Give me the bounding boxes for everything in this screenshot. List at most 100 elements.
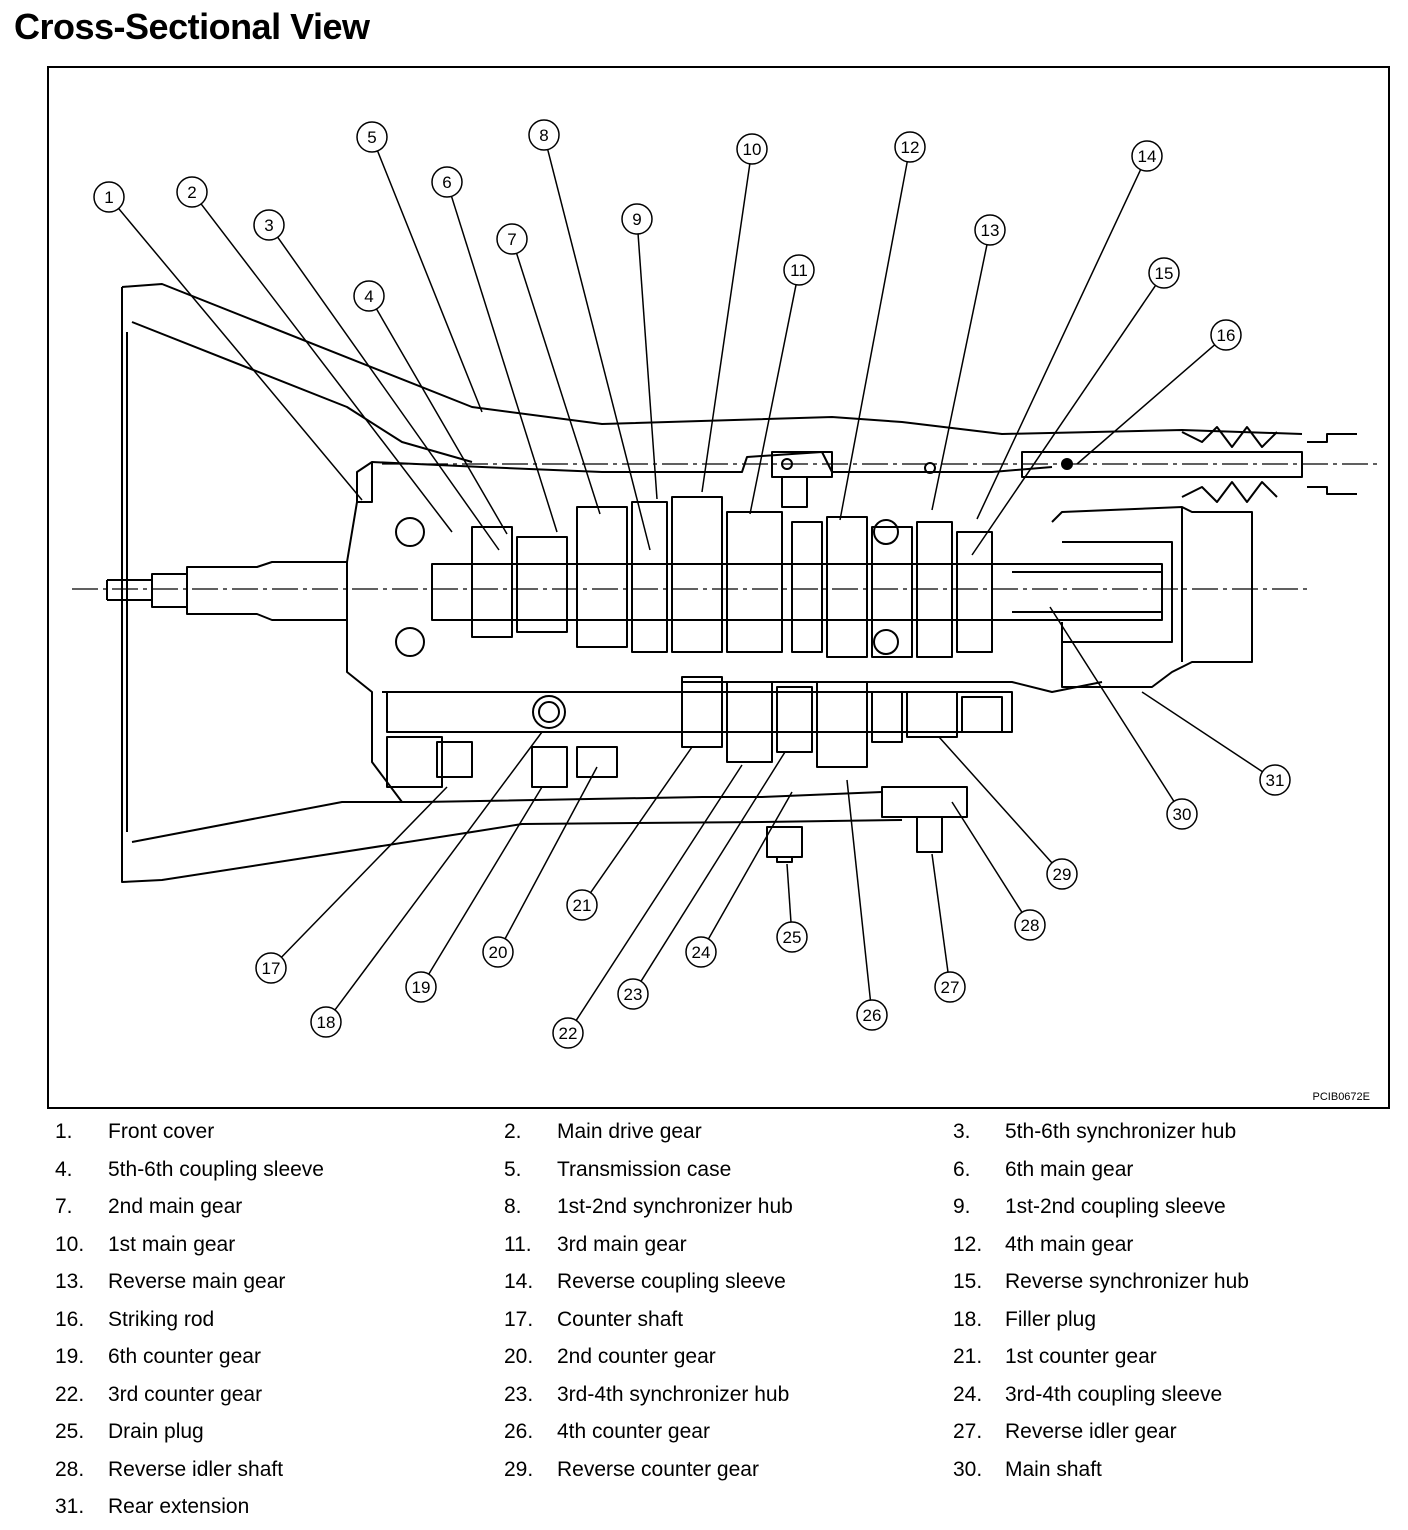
callout-circle-18 <box>310 1006 342 1038</box>
leader-line-28 <box>951 801 1023 913</box>
legend-number: 7. <box>55 1195 73 1218</box>
leader-line-13 <box>931 244 988 511</box>
callout-circle-20 <box>482 936 514 968</box>
transmission-diagram: 1234567891011121314151617181920212223242… <box>72 119 1382 1049</box>
callout-number-8: 8 <box>539 126 548 145</box>
callout-number-21: 21 <box>573 896 592 915</box>
legend-number: 17. <box>504 1307 534 1331</box>
legend-label: Reverse idler gear <box>1005 1420 1177 1443</box>
callout-circle-12 <box>894 131 926 163</box>
page-title: Cross-Sectional View <box>14 6 370 47</box>
legend-number: 2. <box>504 1120 522 1143</box>
callout-circle-19 <box>405 971 437 1003</box>
legend-label: 3rd counter gear <box>108 1382 263 1406</box>
legend-label: Front cover <box>108 1120 215 1143</box>
callout-circle-25 <box>776 921 808 953</box>
callout-circle-21 <box>566 889 598 921</box>
legend-number: 18. <box>953 1307 983 1331</box>
legend-number: 15. <box>953 1270 983 1293</box>
legend-label: 3rd-4th synchronizer hub <box>557 1382 790 1406</box>
callout-circle-14 <box>1131 140 1163 172</box>
leader-line-22 <box>575 764 743 1021</box>
legend-label: 2nd main gear <box>108 1195 243 1218</box>
callout-number-26: 26 <box>863 1006 882 1025</box>
callout-number-14: 14 <box>1138 147 1157 166</box>
leader-line-19 <box>428 786 543 975</box>
legend: 1. Front cover 2. Main drive gear 3. 5th-6th … <box>0 1116 1408 1526</box>
leader-line-20 <box>504 766 598 940</box>
legend-label: Reverse synchronizer hub <box>1005 1270 1249 1293</box>
callout-number-16: 16 <box>1217 326 1236 345</box>
callout-circle-2 <box>176 176 208 208</box>
legend-label: Main drive gear <box>557 1120 702 1143</box>
callout-number-19: 19 <box>412 978 431 997</box>
callout-number-29: 29 <box>1053 865 1072 884</box>
callout-circle-3 <box>253 209 285 241</box>
legend-number: 3. <box>953 1120 971 1143</box>
leader-line-21 <box>589 746 693 894</box>
callout-circle-22 <box>552 1017 584 1049</box>
leader-line-31 <box>1141 691 1263 773</box>
striking-rod <box>1021 451 1303 478</box>
legend-number: 9. <box>953 1195 971 1218</box>
leader-line-7 <box>515 253 601 515</box>
legend-label: 4th counter gear <box>557 1420 710 1443</box>
legend-label: Reverse counter gear <box>557 1457 759 1481</box>
leader-line-6 <box>450 196 558 533</box>
legend-number: 4. <box>55 1157 73 1181</box>
legend-label: 1st-2nd synchronizer hub <box>557 1195 793 1218</box>
legend-number: 31. <box>55 1495 85 1518</box>
legend-number: 5. <box>504 1157 522 1181</box>
counter-shaft <box>386 691 1013 733</box>
legend-number: 6. <box>953 1157 971 1181</box>
legend-label: 5th-6th coupling sleeve <box>108 1157 324 1181</box>
legend-label: 2nd counter gear <box>557 1345 716 1368</box>
callout-circle-7 <box>496 223 528 255</box>
callout-number-5: 5 <box>367 128 376 147</box>
callout-number-20: 20 <box>489 943 508 962</box>
callout-number-13: 13 <box>981 221 1000 240</box>
callout-number-1: 1 <box>104 188 113 207</box>
callout-circle-23 <box>617 978 649 1010</box>
leader-line-14 <box>976 169 1142 520</box>
legend-label: Reverse coupling sleeve <box>557 1270 786 1293</box>
callout-circle-31 <box>1259 764 1291 796</box>
leader-line-12 <box>839 161 908 521</box>
filler-plug <box>532 695 566 729</box>
legend-number: 29. <box>504 1457 534 1481</box>
leader-line-2 <box>200 203 453 533</box>
legend-label: Filler plug <box>1005 1307 1097 1331</box>
legend-number: 16. <box>55 1307 85 1331</box>
callout-circle-11 <box>783 254 815 286</box>
legend-label: Counter shaft <box>557 1307 684 1331</box>
leader-line-23 <box>640 751 786 982</box>
legend-label: 1st main gear <box>108 1232 236 1256</box>
callout-number-9: 9 <box>632 210 641 229</box>
legend-label: Rear extension <box>108 1495 250 1518</box>
legend-label: 6th main gear <box>1005 1157 1134 1181</box>
callout-circle-6 <box>431 166 463 198</box>
leader-line-4 <box>375 308 508 535</box>
callout-circle-27 <box>934 971 966 1003</box>
legend-number: 26. <box>504 1420 534 1443</box>
leader-line-1 <box>118 208 363 501</box>
callout-number-15: 15 <box>1155 264 1174 283</box>
callout-circle-16 <box>1210 319 1242 351</box>
callout-circle-24 <box>685 936 717 968</box>
legend-label: Transmission case <box>557 1157 732 1181</box>
legend-label: Striking rod <box>108 1307 215 1331</box>
callout-number-12: 12 <box>901 138 920 157</box>
legend-number: 13. <box>55 1270 85 1293</box>
callout-number-30: 30 <box>1173 805 1192 824</box>
callout-circle-15 <box>1148 257 1180 289</box>
legend-number: 11. <box>504 1232 532 1256</box>
leader-line-9 <box>637 233 658 500</box>
callout-number-11: 11 <box>790 261 808 280</box>
callout-number-6: 6 <box>442 173 451 192</box>
leader-line-15 <box>971 284 1157 556</box>
leader-line-24 <box>707 791 793 940</box>
callout-number-10: 10 <box>743 140 762 159</box>
legend-label: 3rd-4th coupling sleeve <box>1005 1382 1223 1406</box>
legend-number: 1. <box>55 1120 73 1143</box>
